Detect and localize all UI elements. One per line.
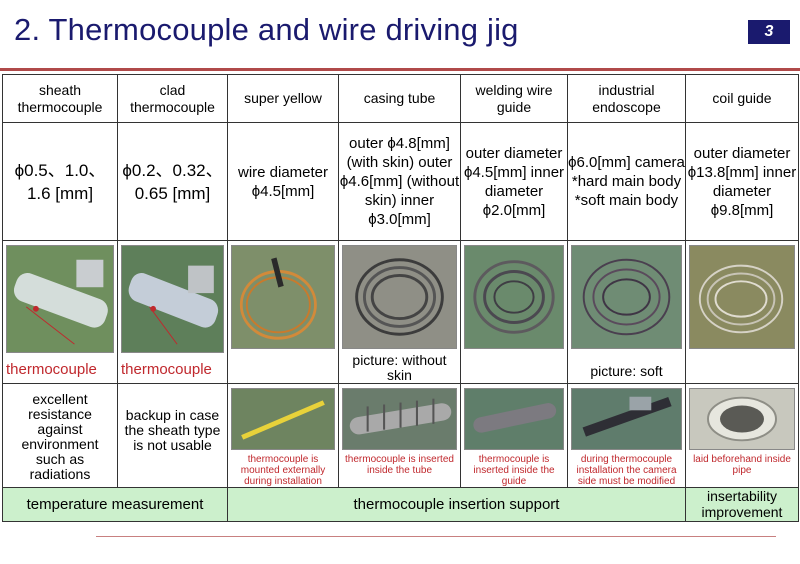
clad-thermocouple-photo bbox=[121, 245, 224, 353]
desc-cell: backup in case the sheath type is not us… bbox=[117, 383, 228, 488]
header-cell: coil guide bbox=[685, 74, 799, 123]
sheath-thermocouple-photo bbox=[6, 245, 114, 353]
comparison-table: sheath thermocouple clad thermocouple su… bbox=[2, 74, 799, 522]
photo-caption: thermocouple bbox=[121, 361, 212, 378]
photo-caption: picture: without skin bbox=[352, 352, 447, 383]
spec-cell: ϕ0.2、0.32、 0.65 [mm] bbox=[117, 122, 228, 241]
detail-note: thermocouple is inserted inside the tube bbox=[345, 454, 454, 476]
category-temperature: temperature measurement bbox=[2, 487, 228, 522]
header-cell: casing tube bbox=[338, 74, 461, 123]
desc-cell: excellent resistance against environment… bbox=[2, 383, 118, 488]
photo-cell bbox=[227, 240, 339, 384]
description-row: excellent resistance against environment… bbox=[2, 383, 799, 488]
photo-cell: thermocouple bbox=[117, 240, 228, 384]
photo-cell: picture: soft bbox=[567, 240, 686, 384]
photo-cell bbox=[460, 240, 568, 384]
spec-cell: outer diameter ϕ4.5[mm] inner diameter ϕ… bbox=[460, 122, 568, 241]
coil-guide-photo bbox=[689, 245, 795, 349]
description-text: backup in case the sheath type is not us… bbox=[124, 407, 221, 453]
desc-cell: during thermocouple installation the cam… bbox=[567, 383, 686, 488]
page-title: 2. Thermocouple and wire driving jig bbox=[14, 12, 519, 47]
photo-cell bbox=[685, 240, 799, 384]
photo-cell: picture: without skin bbox=[338, 240, 461, 384]
photo-caption: picture: soft bbox=[590, 363, 663, 379]
desc-cell: thermocouple is inserted inside the tube bbox=[338, 383, 461, 488]
category-support: thermocouple insertion support bbox=[227, 487, 686, 522]
casing-tube-detail-photo bbox=[342, 388, 457, 450]
page-number-badge: 3 bbox=[748, 20, 790, 44]
photo-caption: thermocouple bbox=[6, 361, 97, 378]
header-row: sheath thermocouple clad thermocouple su… bbox=[2, 74, 799, 123]
header-cell: super yellow bbox=[227, 74, 339, 123]
footer-divider bbox=[96, 536, 776, 537]
coil-guide-detail-photo bbox=[689, 388, 795, 450]
casing-tube-photo bbox=[342, 245, 457, 349]
title-divider bbox=[0, 68, 800, 71]
spec-cell: outer diameter ϕ13.8[mm] inner diameter … bbox=[685, 122, 799, 241]
spec-cell: wire diameter ϕ4.5[mm] bbox=[227, 122, 339, 241]
category-insertability-label: insertability improvement bbox=[686, 488, 798, 520]
detail-note: thermocouple is mounted externally durin… bbox=[240, 454, 326, 487]
description-text: excellent resistance against environment… bbox=[21, 391, 99, 482]
header-cell: welding wire guide bbox=[460, 74, 568, 123]
header-cell: industrial endoscope bbox=[567, 74, 686, 123]
super-yellow-detail-photo bbox=[231, 388, 335, 450]
spec-row: ϕ0.5、1.0、 1.6 [mm] ϕ0.2、0.32、 0.65 [mm] … bbox=[2, 122, 799, 241]
industrial-endoscope-photo bbox=[571, 245, 682, 349]
welding-wire-guide-photo bbox=[464, 245, 564, 349]
detail-note: during thermocouple installation the cam… bbox=[576, 454, 677, 487]
photo-row: thermocouple thermocouple picture: witho… bbox=[2, 240, 799, 384]
header-cell: clad thermocouple bbox=[117, 74, 228, 123]
category-insertability: insertability improvement bbox=[685, 487, 799, 522]
spec-cell: ϕ0.5、1.0、 1.6 [mm] bbox=[2, 122, 118, 241]
detail-note: thermocouple is inserted inside the guid… bbox=[473, 454, 555, 487]
header-cell: sheath thermocouple bbox=[2, 74, 118, 123]
endoscope-detail-photo bbox=[571, 388, 682, 450]
spec-cell: outer ϕ4.8[mm] (with skin) outer ϕ4.6[mm… bbox=[338, 122, 461, 241]
desc-cell: thermocouple is mounted externally durin… bbox=[227, 383, 339, 488]
desc-cell: thermocouple is inserted inside the guid… bbox=[460, 383, 568, 488]
spec-cell: ϕ6.0[mm] camera *hard main body *soft ma… bbox=[567, 122, 686, 241]
photo-cell: thermocouple bbox=[2, 240, 118, 384]
category-row: temperature measurement thermocouple ins… bbox=[2, 487, 799, 522]
desc-cell: laid beforehand inside pipe bbox=[685, 383, 799, 488]
welding-wire-detail-photo bbox=[464, 388, 564, 450]
super-yellow-photo bbox=[231, 245, 335, 349]
detail-note: laid beforehand inside pipe bbox=[693, 454, 791, 476]
